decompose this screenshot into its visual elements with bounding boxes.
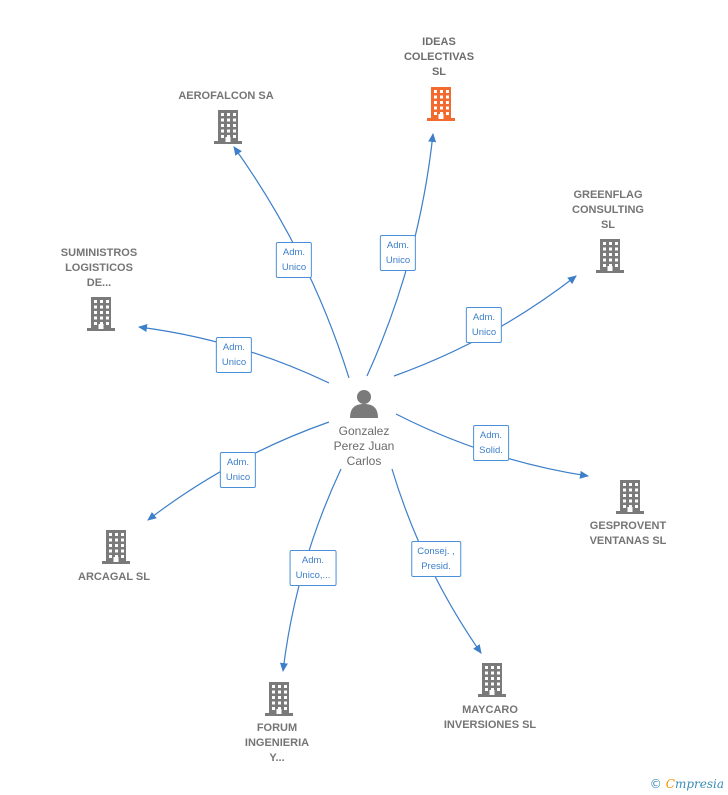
company-label-suministros[interactable]: SUMINISTROS LOGISTICOS DE...: [60, 247, 138, 289]
building-icon[interactable]: [614, 478, 646, 519]
company-label-ideas-colectivas[interactable]: IDEAS COLECTIVAS SL: [403, 36, 475, 78]
building-icon[interactable]: [100, 528, 132, 569]
empresia-brand[interactable]: ©Cmpresia: [650, 777, 724, 791]
building-icon[interactable]: [85, 295, 117, 336]
relation-label-gesprovent: Adm. Solid.: [473, 425, 509, 461]
company-label-arcagal[interactable]: ARCAGAL SL: [78, 571, 150, 583]
relation-label-suministros: Adm. Unico: [215, 337, 253, 373]
company-label-gesprovent[interactable]: GESPROVENT VENTANAS SL: [589, 520, 667, 547]
relation-label-aerofalcon: Adm. Unico: [275, 242, 313, 278]
building-icon[interactable]: [594, 237, 626, 278]
building-icon[interactable]: [425, 85, 457, 126]
brand-name: mpresia: [674, 777, 724, 791]
building-icon[interactable]: [476, 661, 508, 702]
relation-label-forum: Adm. Unico,...: [289, 550, 337, 586]
person-icon[interactable]: [349, 388, 379, 423]
company-label-maycaro[interactable]: MAYCARO INVERSIONES SL: [443, 704, 537, 731]
building-icon[interactable]: [212, 108, 244, 149]
person-name[interactable]: Gonzalez Perez Juan Carlos: [333, 424, 395, 468]
relation-label-ideas-colectivas: Adm. Unico: [379, 235, 417, 271]
relation-label-maycaro: Consej. , Presid.: [411, 541, 461, 577]
relation-label-greenflag: Adm. Unico: [465, 307, 503, 343]
building-icon[interactable]: [263, 680, 295, 721]
company-label-forum[interactable]: FORUM INGENIERIA Y...: [244, 722, 310, 764]
company-label-aerofalcon[interactable]: AEROFALCON SA: [178, 90, 274, 102]
relation-label-arcagal: Adm. Unico: [219, 452, 257, 488]
company-label-greenflag[interactable]: GREENFLAG CONSULTING SL: [572, 189, 644, 231]
copyright-icon: ©: [649, 777, 662, 791]
brand-logo-letter: C: [665, 777, 675, 791]
